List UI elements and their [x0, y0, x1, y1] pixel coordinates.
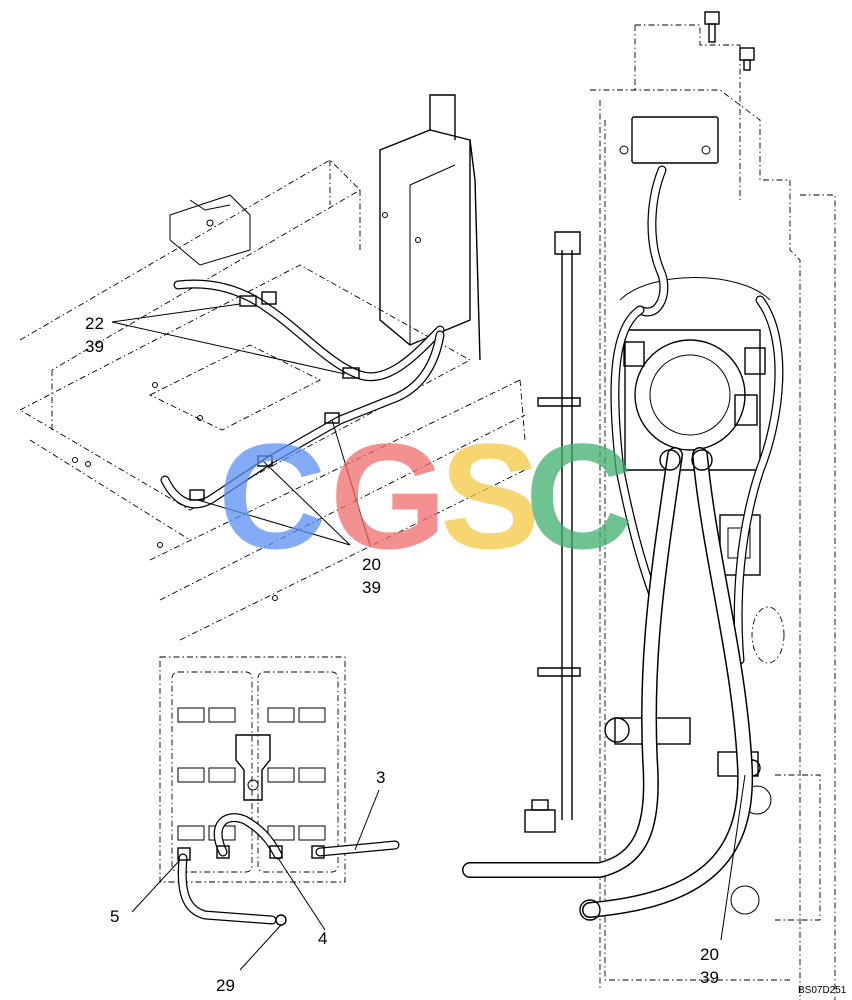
callout-20-bottom: 20 — [700, 945, 719, 964]
callout-22: 22 — [85, 314, 104, 333]
watermark-letter-4: C — [525, 412, 633, 580]
callout-39-top: 39 — [85, 337, 104, 356]
callout-29: 29 — [216, 976, 235, 995]
callout-labels: 22 39 20 39 3 4 5 29 20 39 BS07D251 — [85, 314, 847, 996]
callout-39-bottom: 39 — [700, 968, 719, 987]
watermark-letter-1: C — [218, 412, 326, 580]
harness-cable-top-left — [160, 279, 445, 509]
right-harness-cables — [462, 165, 784, 921]
callout-39-mid: 39 — [362, 578, 381, 597]
watermark-letter-3: S — [440, 412, 540, 580]
callout-5: 5 — [110, 907, 119, 926]
callout-4: 4 — [318, 929, 327, 948]
callout-3: 3 — [376, 768, 385, 787]
leader-lines — [111, 303, 746, 971]
callout-20-mid: 20 — [362, 555, 381, 574]
battery-box-view — [159, 656, 400, 926]
watermark: C G S C — [218, 412, 633, 580]
watermark-letter-2: G — [330, 412, 447, 580]
frame-perspective-view — [19, 94, 526, 641]
figure-code: BS07D251 — [798, 985, 847, 996]
